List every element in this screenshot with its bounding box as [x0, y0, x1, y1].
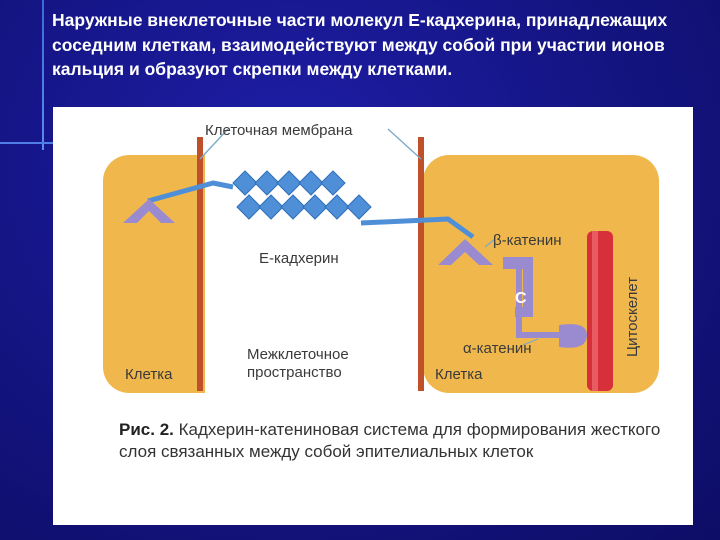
alpha-catenin-blob: [559, 324, 587, 348]
catenin-chain: [503, 257, 533, 317]
label-cell-right: Клетка: [435, 366, 483, 383]
label-intercellular-2: пространство: [247, 364, 342, 381]
label-membrane: Клеточная мембрана: [205, 122, 353, 139]
label-cell-left: Клетка: [125, 366, 173, 383]
label-alpha-catenin: α-катенин: [463, 340, 532, 357]
alpha-catenin-callout: [522, 338, 539, 346]
figure-caption: Рис. 2. Кадхерин-катениновая система для…: [119, 419, 679, 463]
accent-line-vertical: [42, 0, 44, 150]
caption-text: Кадхерин-катениновая система для формиро…: [119, 420, 661, 461]
caption-label: Рис. 2.: [119, 420, 174, 439]
label-intercellular-1: Межклеточное: [247, 346, 349, 363]
accent-line-horizontal: [0, 142, 78, 144]
membrane-callout-right: [387, 128, 422, 160]
beta-catenin-callout: [484, 238, 496, 248]
figure-panel: Клеточная мембрана Е-кадхерин β-катенин …: [53, 107, 693, 525]
label-beta-catenin: β-катенин: [493, 232, 562, 249]
membrane-callout-left: [199, 128, 229, 160]
label-cytoskeleton: Цитоскелет: [624, 277, 641, 357]
beta-catenin-arrow: [438, 239, 493, 265]
label-cadherin: Е-кадхерин: [259, 250, 339, 267]
label-c: С: [515, 290, 527, 307]
slide-heading: Наружные внеклеточные части молекул Е-ка…: [52, 10, 668, 79]
membrane-right: [418, 137, 424, 391]
intercellular-space: [205, 155, 423, 393]
catenin-link: [516, 267, 559, 338]
cadherin-strand-right: [360, 216, 475, 240]
cadherin-strand-left: [147, 180, 234, 204]
cadherin-diagram: Клеточная мембрана Е-кадхерин β-катенин …: [103, 122, 659, 393]
membrane-left: [197, 137, 203, 391]
cadherin-domains: [232, 170, 372, 220]
cytoskeleton-bar: [587, 231, 613, 391]
left-catenin-arrow: [123, 199, 175, 223]
